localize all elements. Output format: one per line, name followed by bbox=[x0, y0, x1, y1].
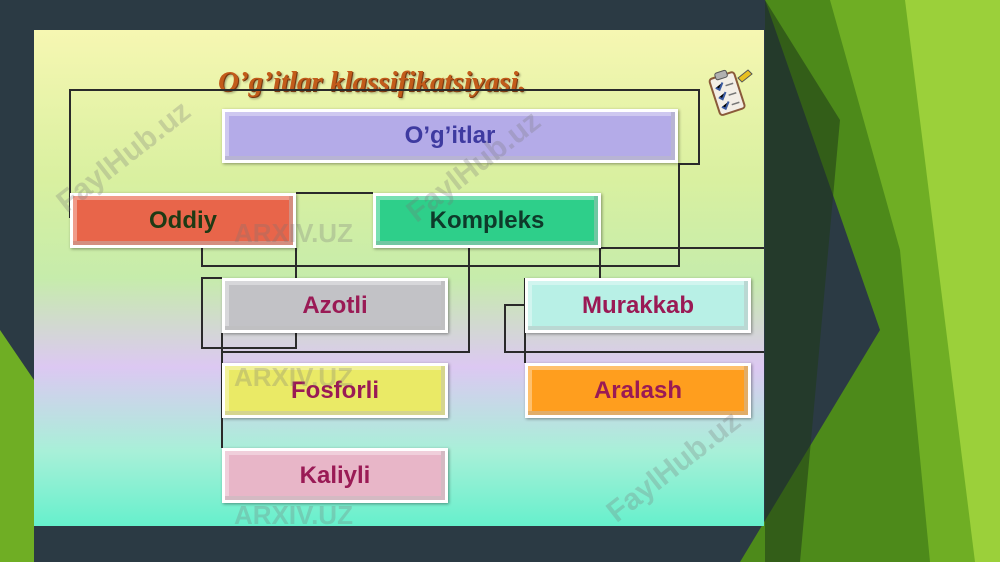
green-shape-light bbox=[905, 0, 1000, 562]
node-azotli: Azotli bbox=[222, 278, 448, 333]
node-ogitlar: O’g’itlar bbox=[222, 109, 678, 163]
node-oddiy: Oddiy bbox=[70, 193, 296, 248]
node-murakkab: Murakkab bbox=[525, 278, 751, 333]
green-shape-shadow bbox=[765, 0, 840, 562]
node-fosforli: Fosforli bbox=[222, 363, 448, 418]
node-kaliyli: Kaliyli bbox=[222, 448, 448, 503]
node-kompleks: Kompleks bbox=[373, 193, 601, 248]
node-aralash: Aralash bbox=[525, 363, 751, 418]
slide: O’g’itlar klassifikatsiyasi. O’g’itlar O… bbox=[34, 30, 764, 526]
line-kompleks-down bbox=[222, 248, 470, 353]
clipboard-checklist-icon bbox=[708, 69, 753, 116]
green-corner-left bbox=[0, 330, 34, 562]
line-murakkab-aralash bbox=[504, 304, 764, 353]
slide-title: O’g’itlar klassifikatsiyasi. bbox=[218, 66, 526, 98]
line-root-oddiy bbox=[69, 89, 700, 218]
